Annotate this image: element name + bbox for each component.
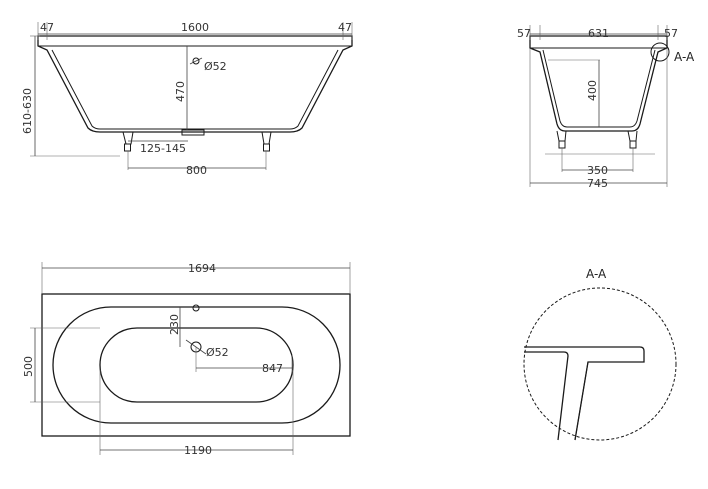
end-leg-spacing-label: 350 (587, 164, 608, 177)
end-depth-label: 400 (586, 80, 599, 101)
end-total-width-label: 745 (587, 177, 608, 190)
side-view-leg-right (261, 131, 272, 152)
top-total-length-label: 1694 (188, 262, 216, 275)
top-inner-width-label: 500 (22, 356, 35, 377)
end-rim-left-label: 57 (517, 27, 531, 40)
detail-view: A-A (523, 267, 677, 441)
top-view-inner-oval (52, 306, 341, 424)
end-width-label: 631 (588, 27, 609, 40)
top-view-basin-oval (99, 327, 294, 403)
top-inner-length-label: 1190 (184, 444, 212, 457)
end-view-tub-outline (529, 35, 668, 132)
top-view: 1694 230 Ø52 500 847 1190 (22, 262, 351, 457)
side-leg-spacing-label: 800 (186, 164, 207, 177)
side-drain-label: Ø52 (204, 60, 227, 73)
top-view-outer-rect (41, 293, 351, 437)
detail-title: A-A (586, 267, 607, 281)
side-view-drain-pipe (181, 129, 205, 136)
detail-circle (523, 287, 677, 441)
section-mark-label: A-A (674, 50, 695, 64)
side-view: 47 1600 47 610-630 470 Ø52 125-145 800 (21, 21, 353, 177)
top-drain-label: Ø52 (206, 346, 229, 359)
detail-rim-profile (524, 346, 645, 441)
end-view-leg-right (627, 130, 638, 149)
side-view-leg-left (122, 131, 134, 152)
side-length-label: 1600 (181, 21, 209, 34)
end-view: 57 631 57 A-A 400 350 745 (517, 25, 695, 190)
side-height-label: 610-630 (21, 88, 34, 134)
side-depth-label: 470 (174, 81, 187, 102)
top-drain-position-label: 847 (262, 362, 283, 375)
top-drain-offset-label: 230 (168, 314, 181, 335)
side-view-tub-outline (37, 35, 353, 133)
side-view-inner-line (51, 49, 339, 130)
side-rim-right-label: 47 (338, 21, 352, 34)
end-view-section-circle (650, 42, 670, 62)
end-view-leg-left (556, 130, 567, 149)
end-rim-right-label: 57 (664, 27, 678, 40)
side-leg-offset-label: 125-145 (140, 142, 186, 155)
side-rim-left-label: 47 (40, 21, 54, 34)
